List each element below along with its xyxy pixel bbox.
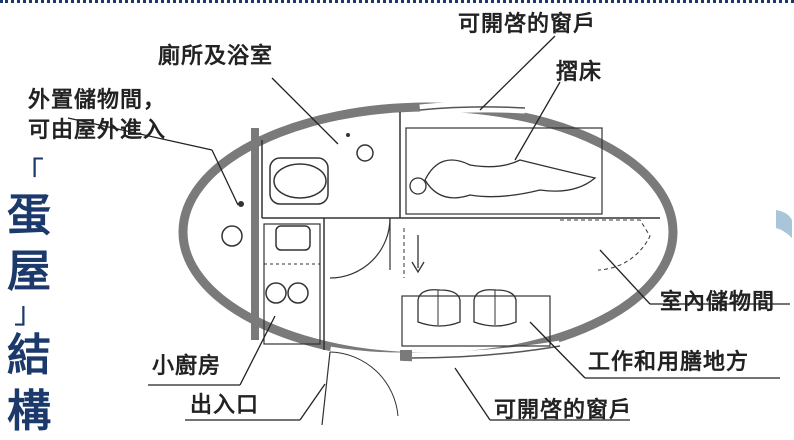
title-char-structure-2: 構 <box>7 386 51 437</box>
label-indoor-storage: 室內儲物間 <box>660 290 776 315</box>
diagram-title: 「 蛋 屋 」 結 構 <box>4 156 54 440</box>
label-kitchen: 小廚房 <box>152 354 222 379</box>
leader-toilet <box>271 77 339 145</box>
bottom-window-gap <box>411 340 561 364</box>
storage-handle <box>238 201 244 207</box>
title-char-structure-1: 結 <box>7 330 51 381</box>
kitchen-sink <box>275 225 311 251</box>
door-post <box>400 350 412 360</box>
leader-window-top <box>479 35 556 111</box>
label-entrance: 出入口 <box>190 393 260 418</box>
label-outer-storage-2: 可由屋外進入 <box>28 118 167 143</box>
leader-window-bottom <box>454 367 491 421</box>
chair-right <box>473 289 517 327</box>
toilet-tank <box>269 157 329 205</box>
label-work-dining: 工作和用膳地方 <box>588 350 750 375</box>
label-fold-bed: 摺床 <box>556 60 603 85</box>
title-open-bracket: 「 <box>14 156 44 191</box>
fold-arrow-head <box>411 261 425 274</box>
indoor-storage-door <box>560 219 651 271</box>
label-toilet-bath: 廁所及浴室 <box>158 44 274 69</box>
entrance-door-leaf <box>321 351 331 426</box>
leader-bed <box>514 81 561 161</box>
work-table <box>401 295 551 347</box>
stove-burner-right <box>287 282 309 304</box>
title-char-house: 屋 <box>7 246 51 297</box>
bottom-window-glass <box>411 345 561 359</box>
edge-decoration <box>776 210 792 238</box>
top-dotted-border <box>0 0 794 3</box>
entrance-door-swing <box>329 351 399 417</box>
shower-head <box>346 133 350 137</box>
leader-kitchen <box>239 315 276 386</box>
shower-drain <box>356 144 374 162</box>
stove-burner-left <box>265 282 287 304</box>
label-window-top: 可開啓的窗戶 <box>458 12 597 37</box>
leader-work <box>529 321 586 379</box>
leader-outer-storage-h <box>67 117 213 151</box>
chair-left <box>417 289 461 327</box>
title-char-egg: 蛋 <box>7 190 51 241</box>
label-window-bottom: 可開啓的窗戶 <box>494 398 633 423</box>
leader-outer-storage <box>211 149 239 206</box>
bath-door-swing <box>329 217 391 279</box>
top-window-glass <box>419 106 526 111</box>
label-outer-storage-1: 外置儲物間， <box>28 88 167 113</box>
entrance-gap <box>329 346 401 364</box>
kitchen-counter <box>263 223 321 345</box>
figure-head <box>409 177 427 195</box>
sleeping-figure <box>424 159 597 199</box>
bed-frame <box>405 127 603 215</box>
title-close-bracket: 」 <box>14 296 44 331</box>
leader-indoor-storage <box>599 249 651 305</box>
toilet-bowl <box>273 163 327 199</box>
outer-storage-hatch <box>221 225 243 247</box>
leader-entrance <box>299 383 326 421</box>
